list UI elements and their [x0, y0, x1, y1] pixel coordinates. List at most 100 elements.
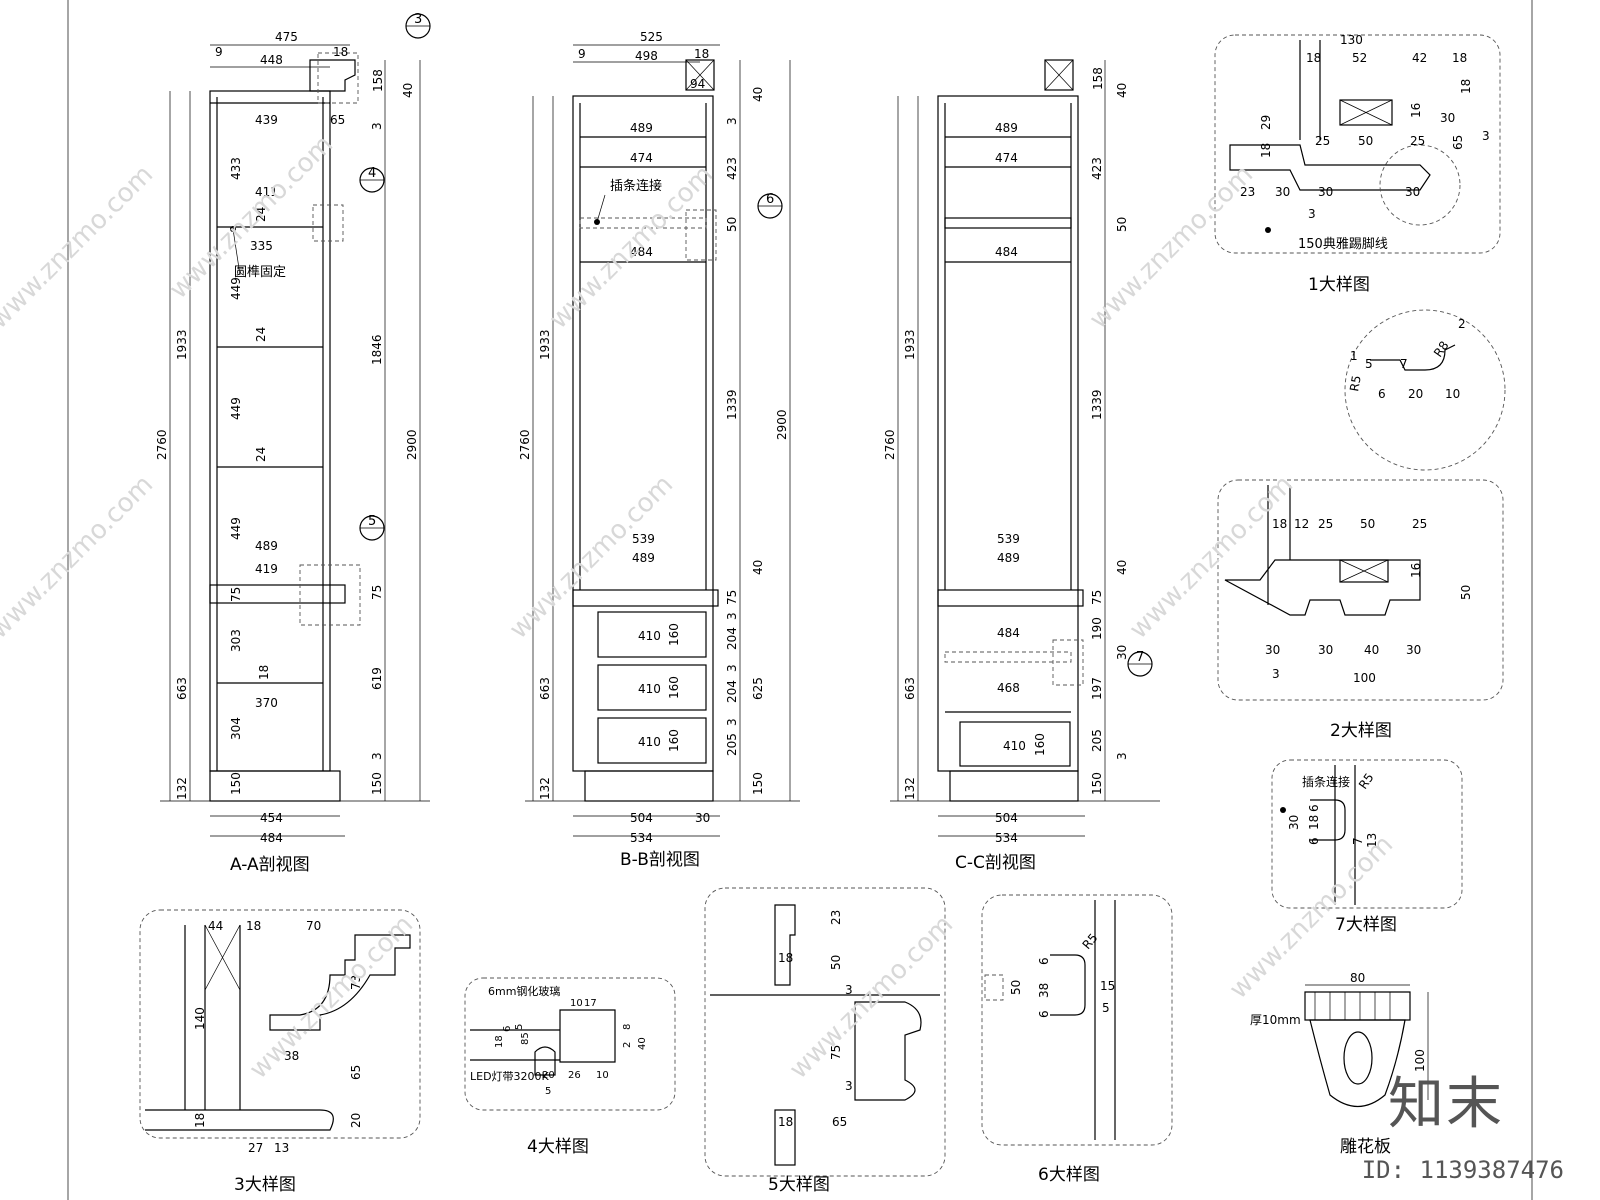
aa-dim-24b: 24	[254, 327, 268, 342]
bb-dim-18: 18	[694, 47, 709, 61]
aa-dim-448: 448	[260, 53, 283, 67]
aa-callout-5[interactable]: 5	[359, 514, 385, 541]
aa-width-439: 439	[255, 113, 278, 127]
d2-dim-3: 3	[1272, 667, 1280, 681]
bb-dim-204b: 204	[725, 680, 739, 703]
aa-dim-663: 663	[175, 677, 189, 700]
bb-dim-3c: 3	[725, 718, 739, 726]
bb-width-484: 484	[630, 245, 653, 259]
aa-note-dowel: 圆榫固定	[234, 265, 286, 280]
d2-dim-25b: 25	[1412, 517, 1427, 531]
d6-title: 6大样图	[1038, 1165, 1100, 1185]
cc-width-489: 489	[995, 121, 1018, 135]
d1-dim-29: 29	[1259, 115, 1273, 130]
aa-dim-2760: 2760	[155, 429, 169, 460]
bb-title: B-B剖视图	[620, 850, 700, 870]
carve-note-thickness: 厚10mm	[1250, 1013, 1301, 1027]
d1-c1: 1	[1350, 349, 1358, 363]
cc-width-534: 534	[995, 831, 1018, 845]
aa-dim-475: 475	[275, 30, 298, 44]
aa-dim-132: 132	[175, 777, 189, 800]
aa-title: A-A剖视图	[230, 855, 310, 875]
bb-dim-3b: 3	[725, 664, 739, 672]
cc-dim-663: 663	[903, 677, 917, 700]
bb-callout-6[interactable]: 6	[757, 192, 783, 219]
brand-logo: 知末	[1388, 1072, 1504, 1137]
bb-width-489b: 489	[632, 551, 655, 565]
aa-dim-1846: 1846	[370, 334, 384, 365]
d1-c2: 2	[1458, 317, 1466, 331]
cc-callout-7[interactable]: 7	[1127, 650, 1153, 677]
cc-dim-1933: 1933	[903, 329, 917, 360]
aa-mid-shelf	[209, 584, 346, 604]
d7-dim-6b: 6	[1307, 837, 1321, 845]
bb-width-410c: 410	[638, 735, 661, 749]
d4-dim-6: 6	[502, 1026, 513, 1032]
d7-dim-6a: 6	[1307, 804, 1321, 812]
cc-dim-2760: 2760	[883, 429, 897, 460]
bb-drawer-3[interactable]	[597, 717, 707, 764]
d5-dim-75: 75	[829, 1045, 843, 1060]
cc-dim-3: 3	[1115, 752, 1129, 760]
d3-dim-18b: 18	[193, 1113, 207, 1128]
d4-note-led: LED灯带3200K	[470, 1070, 550, 1083]
aa-dim-303: 303	[229, 629, 243, 652]
d1-dim-30: 30	[1440, 111, 1455, 125]
aa-width-370: 370	[255, 696, 278, 710]
bb-dim-3: 3	[725, 117, 739, 125]
d2-dim-100: 100	[1353, 671, 1376, 685]
d3-dim-20: 20	[349, 1113, 363, 1128]
d7-r5: R5	[1356, 771, 1377, 792]
d3-title: 3大样图	[234, 1175, 296, 1195]
aa-width-335: 335	[250, 239, 273, 253]
watermark-text-8: www.znzmo.com	[244, 910, 419, 1085]
d4-dim-17: 17	[584, 998, 597, 1009]
aa-callout-4[interactable]: 4	[359, 166, 385, 193]
d7-dim-7: 7	[1351, 837, 1365, 845]
detail-3: 44 18 70 73 140 38 65 20 18 27 13 3大样图	[139, 909, 421, 1195]
cc-cabinet-body	[937, 95, 1079, 772]
d6-dim-50: 50	[1009, 980, 1023, 995]
d3-dim-65: 65	[349, 1065, 363, 1080]
d1-c7: 7	[1400, 357, 1408, 371]
d1-dim-30c: 30	[1405, 185, 1420, 199]
cc-dim-75: 75	[1090, 590, 1104, 605]
bb-plinth	[584, 770, 714, 802]
d2-dim-30c: 30	[1406, 643, 1421, 657]
d1-r8: R8	[1431, 339, 1452, 360]
d1-dim-3b: 3	[1308, 207, 1316, 221]
d5-dim-50: 50	[829, 955, 843, 970]
bb-dim-75: 75	[725, 590, 739, 605]
d6-dim-5: 5	[1102, 1001, 1110, 1015]
d3-dim-44: 44	[208, 919, 223, 933]
bb-dim-160c: 160	[667, 729, 681, 752]
detail-4: 6mm钢化玻璃 LED灯带3200K 10 17 18 6 5 85 8 2 4…	[464, 977, 676, 1157]
cc-dim-40b: 40	[1115, 560, 1129, 575]
aa-width-484: 484	[260, 831, 283, 845]
d1-dim-50: 50	[1358, 134, 1373, 148]
bb-drawer-2[interactable]	[597, 664, 707, 711]
aa-dim-24c: 24	[254, 447, 268, 462]
d4-dim-2: 2	[622, 1042, 633, 1048]
d1-dim-18c: 18	[1459, 79, 1473, 94]
d3-dim-38: 38	[284, 1049, 299, 1063]
d1-dim-42: 42	[1412, 51, 1427, 65]
d4-dim-5: 5	[514, 1024, 525, 1030]
d2-dim-50b: 50	[1459, 585, 1473, 600]
cc-crown-block	[1044, 59, 1074, 91]
bb-dim-2900: 2900	[775, 409, 789, 440]
bb-width-489: 489	[630, 121, 653, 135]
bb-width-474: 474	[630, 151, 653, 165]
d3-dim-140: 140	[193, 1007, 207, 1030]
bb-dim-40: 40	[751, 87, 765, 102]
bb-note-slot: 插条连接	[610, 178, 662, 194]
aa-callout-3[interactable]: 3	[405, 12, 431, 39]
bb-dim-3a: 3	[725, 612, 739, 620]
aa-dim-304: 304	[229, 717, 243, 740]
bb-drawer-1[interactable]	[597, 611, 707, 658]
bb-dim-160b: 160	[667, 676, 681, 699]
d3-dim-27: 27	[248, 1141, 263, 1155]
d1-dim-23: 23	[1240, 185, 1255, 199]
cc-drawer[interactable]	[959, 721, 1071, 767]
